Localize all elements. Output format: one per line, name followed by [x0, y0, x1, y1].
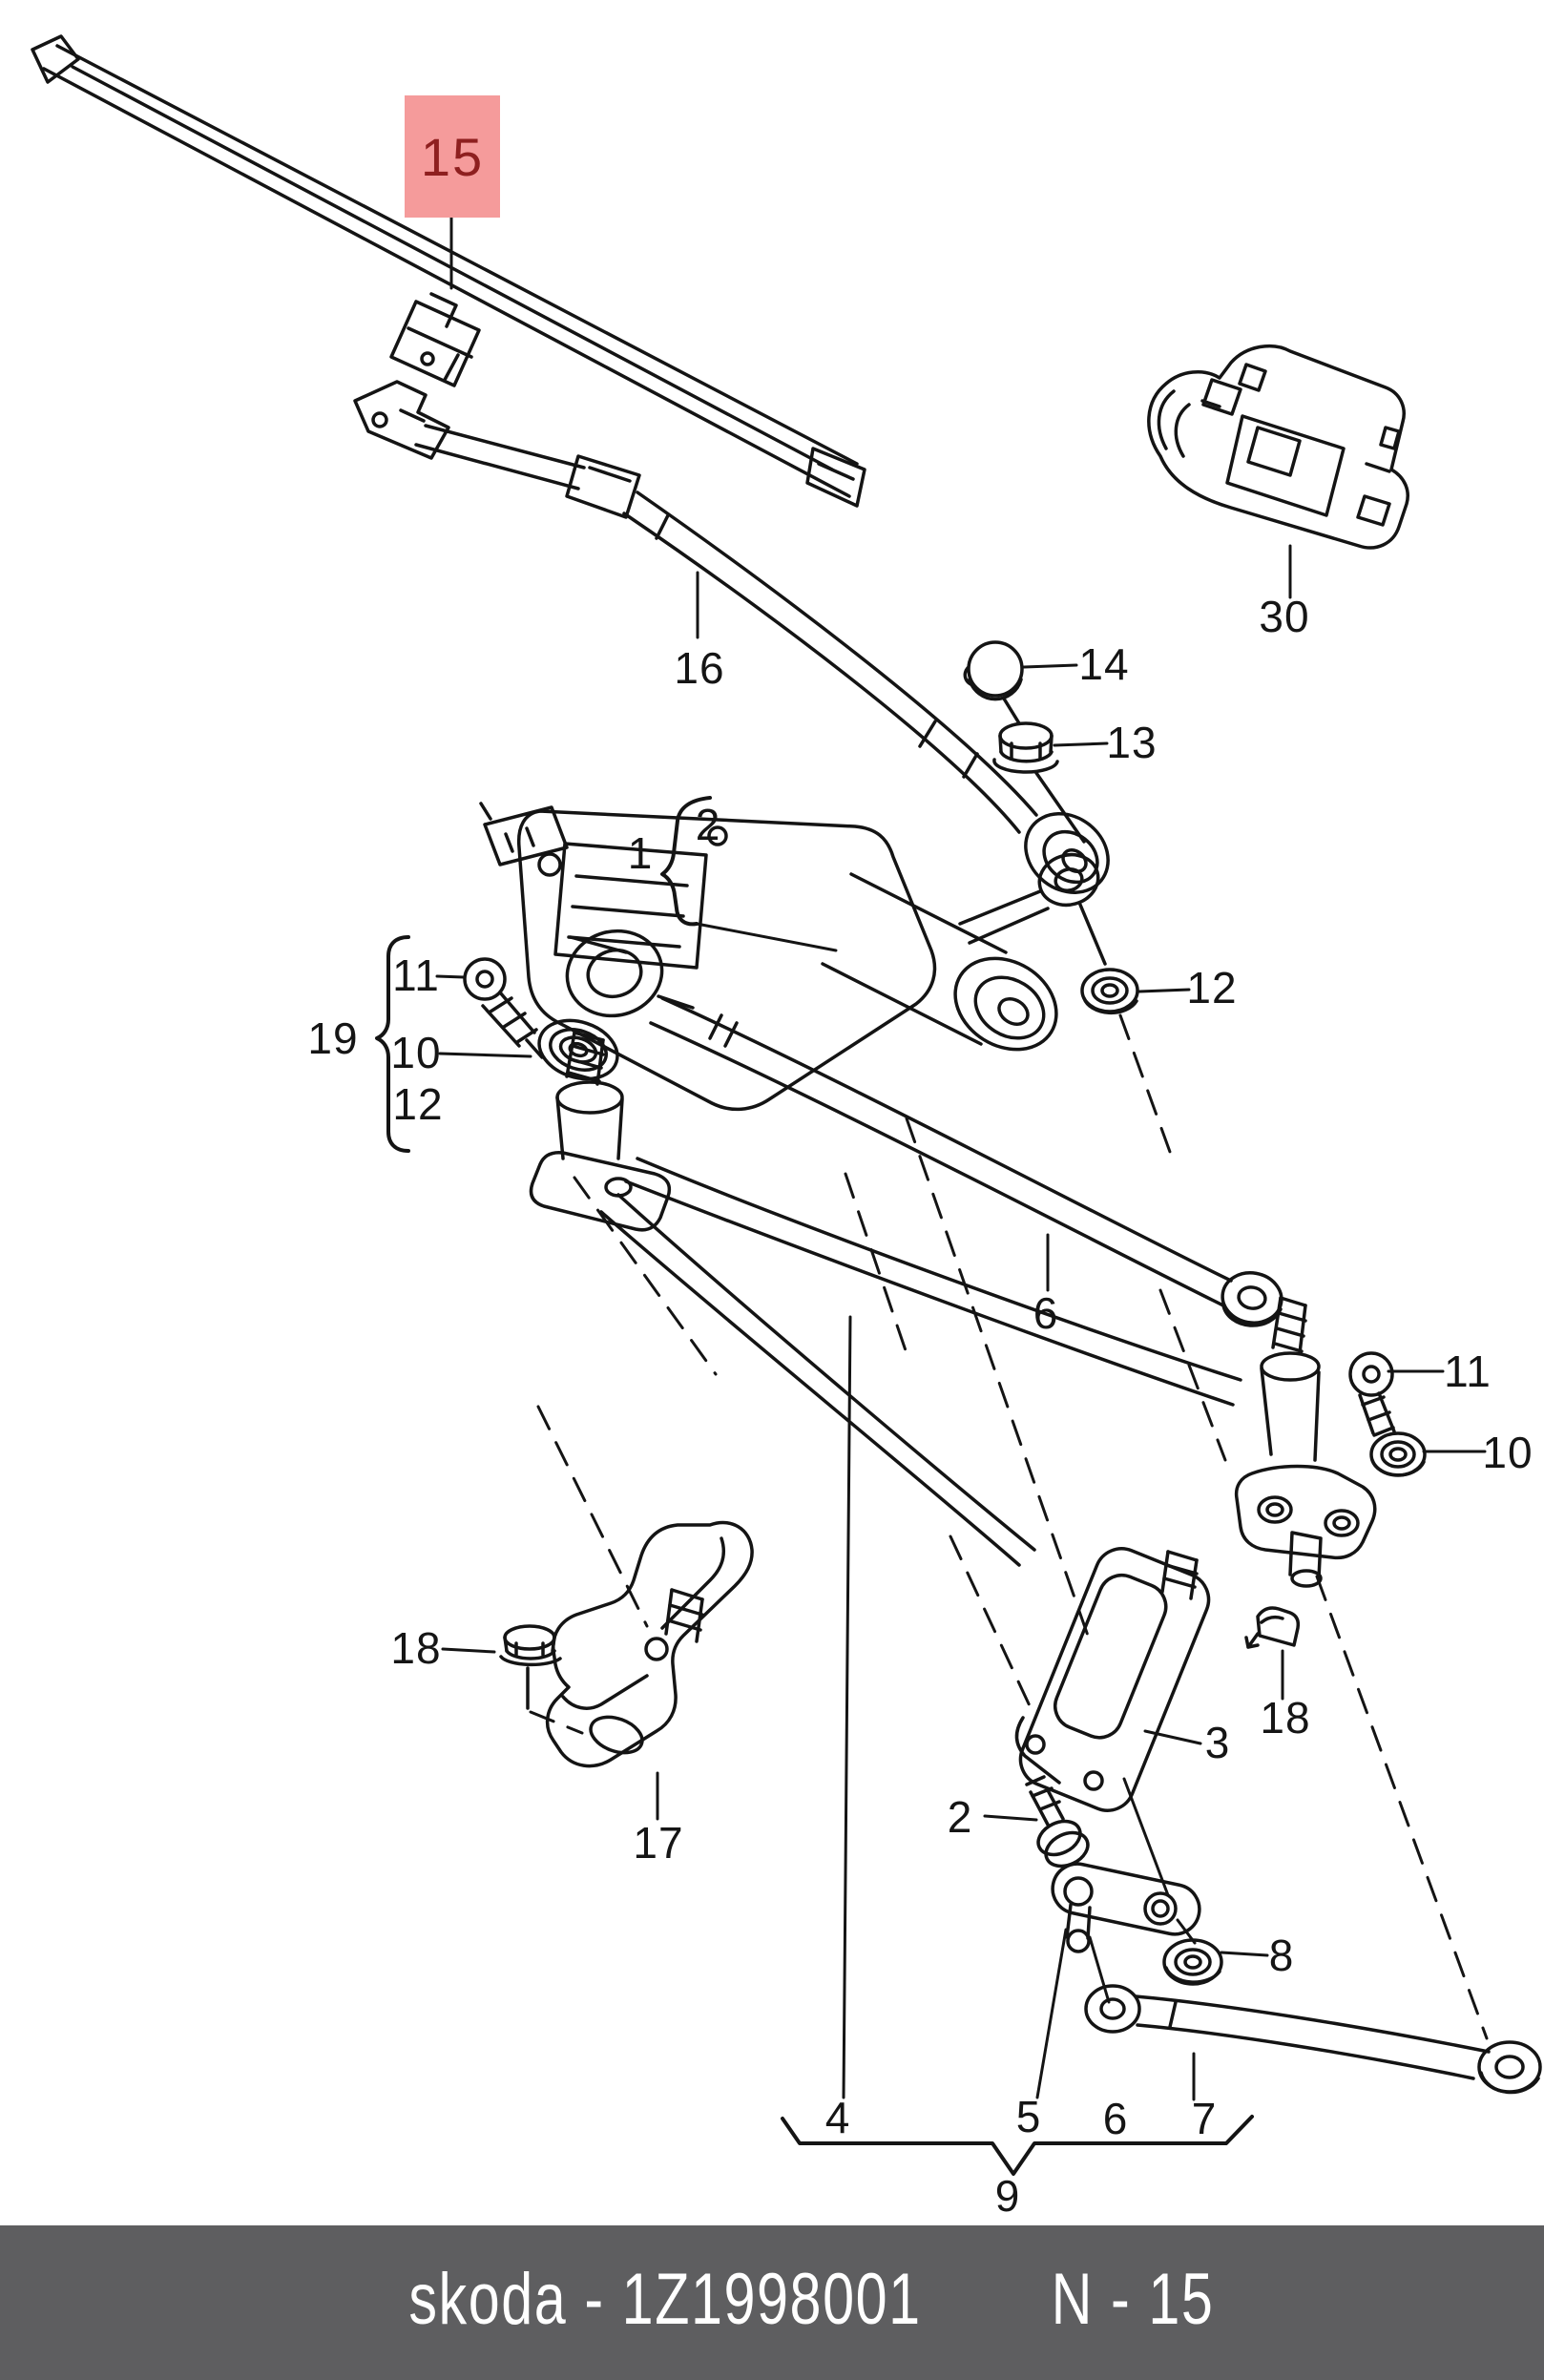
- cap-and-nut: [963, 640, 1086, 844]
- clip-18-right: [1244, 1606, 1301, 1649]
- part-callout-2-bottom[interactable]: 2: [947, 1792, 973, 1842]
- link-rod-upper: [565, 929, 1283, 1327]
- part-callout-12-right[interactable]: 12: [1186, 963, 1238, 1013]
- part-callout-11-right[interactable]: 11: [1444, 1347, 1492, 1396]
- wiper-arm: [414, 424, 1110, 894]
- part-callout-6-mid[interactable]: 6: [1033, 1288, 1059, 1338]
- nut-18-left: [499, 1624, 562, 1710]
- mounting-frame: [529, 1031, 1377, 1588]
- part-callout-11-left[interactable]: 11: [392, 950, 440, 1000]
- part-callout-7[interactable]: 7: [1191, 2094, 1218, 2143]
- part-callout-18-right[interactable]: 18: [1260, 1693, 1311, 1743]
- part-callout-10-right[interactable]: 10: [1482, 1428, 1534, 1477]
- highlighted-callout-15[interactable]: 15: [405, 95, 500, 218]
- bracket-3: [1014, 1547, 1211, 1812]
- relay-module: [1147, 344, 1409, 550]
- screw-grommet-right: [1348, 1351, 1427, 1477]
- leader-lines: [435, 216, 1487, 2101]
- bracket-9: [781, 2115, 1254, 2176]
- footer-bar: skoda - 1Z1998001 N - 15: [0, 2225, 1544, 2380]
- part-callout-4[interactable]: 4: [824, 2093, 851, 2142]
- wiper-motor: [479, 802, 1058, 1112]
- wiper-arm-hook: [353, 380, 450, 460]
- footer-part-number: skoda - 1Z1998001: [408, 2259, 922, 2341]
- footer-page-ref: N - 15: [1051, 2259, 1215, 2341]
- part-callout-18-left[interactable]: 18: [390, 1623, 442, 1673]
- screw-grommet-left: [463, 957, 619, 1081]
- screw-2-bottom: [1025, 1775, 1090, 1869]
- part-callout-14[interactable]: 14: [1078, 639, 1130, 689]
- link-rod-lower: [1084, 1984, 1542, 2095]
- part-callout-2-motor[interactable]: 2: [695, 800, 721, 849]
- part-callout-3[interactable]: 3: [1204, 1718, 1231, 1767]
- part-callout-13[interactable]: 13: [1106, 718, 1158, 767]
- crank-and-grommet: [958, 852, 1139, 1015]
- part-callout-8[interactable]: 8: [1268, 1931, 1295, 1980]
- part-callout-10-left[interactable]: 10: [390, 1028, 442, 1077]
- part-callout-12-left[interactable]: 12: [392, 1079, 444, 1129]
- part-callout-17[interactable]: 17: [633, 1818, 684, 1868]
- brace-19: [375, 935, 410, 1153]
- part-callout-6-bottom[interactable]: 6: [1102, 2094, 1129, 2143]
- part-callout-19[interactable]: 19: [307, 1013, 359, 1063]
- part-callout-16[interactable]: 16: [674, 643, 725, 693]
- part-callout-5[interactable]: 5: [1015, 2092, 1042, 2141]
- assembly-dashed-lines: [529, 1013, 1489, 2040]
- part-callout-30[interactable]: 30: [1259, 592, 1310, 641]
- bracket-17: [545, 1520, 754, 1768]
- grommet-8: [1162, 1938, 1223, 1986]
- blade-clip: [389, 292, 481, 387]
- link-plate-5: [1051, 1862, 1201, 1953]
- brace-1-2: [660, 796, 712, 927]
- part-callout-9[interactable]: 9: [994, 2171, 1021, 2221]
- part-callout-1[interactable]: 1: [627, 828, 654, 878]
